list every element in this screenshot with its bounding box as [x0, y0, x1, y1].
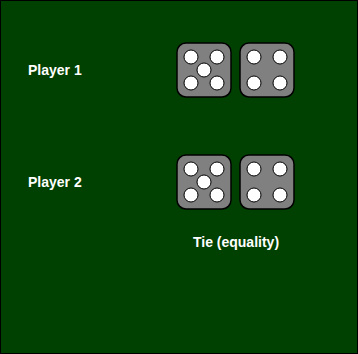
- result-label: Tie (equality): [193, 234, 279, 250]
- die-four: [240, 43, 294, 97]
- die-five: [177, 155, 231, 209]
- player-label: Player 2: [28, 174, 82, 190]
- die-five: [177, 43, 231, 97]
- die-four: [240, 155, 294, 209]
- player-label: Player 1: [28, 62, 82, 78]
